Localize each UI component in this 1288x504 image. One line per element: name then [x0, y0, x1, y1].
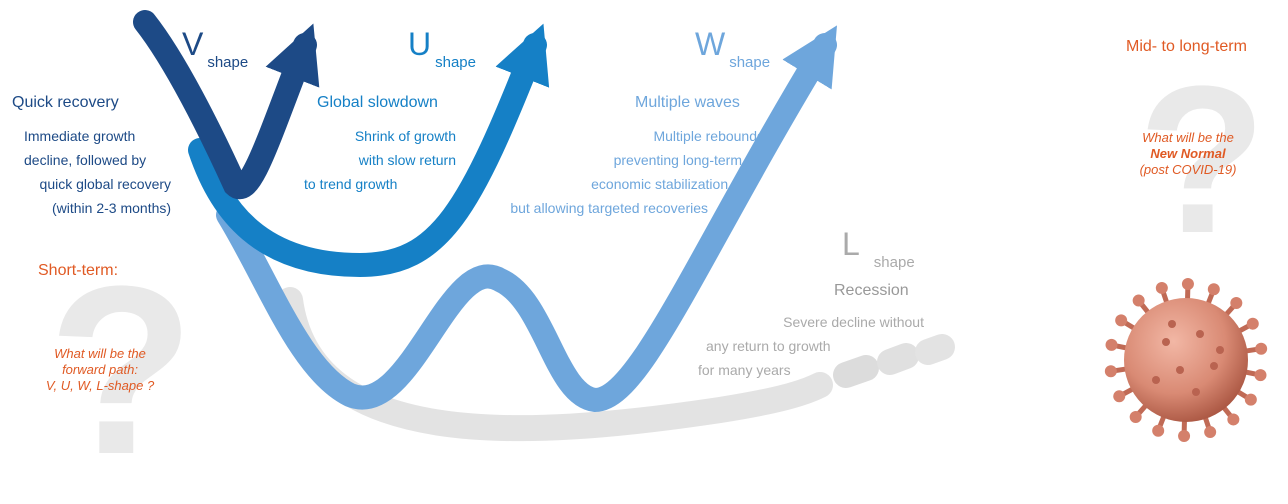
w-line: economic stabilization, — [591, 176, 732, 192]
u-suffix: shape — [435, 54, 476, 71]
u-letter: U — [408, 26, 432, 62]
short-term-question: What will be the forward path: V, U, W, … — [16, 346, 184, 394]
short-term-line: What will be the — [54, 346, 146, 361]
virus-spike-tip — [1246, 317, 1259, 330]
virus-surface-dot — [1152, 376, 1160, 384]
recovery-shapes-diagram — [133, 10, 1268, 442]
v-description: Immediate growth decline, followed by qu… — [24, 124, 171, 220]
l-line: Severe decline without — [783, 314, 924, 330]
l-description: Severe decline without any return to gro… — [690, 310, 924, 382]
virus-spike-tip — [1204, 426, 1217, 439]
virus-icon — [1104, 278, 1268, 442]
virus-surface-dot — [1216, 346, 1224, 354]
virus-spike-tip — [1155, 281, 1168, 294]
u-line: to trend growth — [304, 176, 398, 192]
l-line: for many years — [698, 362, 791, 378]
virus-surface-dot — [1210, 362, 1218, 370]
virus-spike-tip — [1255, 342, 1268, 355]
w-heading: Multiple waves — [635, 94, 740, 111]
l-shape-title: Lshape — [842, 226, 915, 271]
u-shape-curve — [188, 23, 550, 278]
u-heading: Global slowdown — [317, 94, 438, 111]
virus-spike-tip — [1207, 283, 1220, 296]
virus-spike-tip — [1244, 393, 1257, 406]
long-term-question: What will be the New Normal (post COVID-… — [1098, 130, 1278, 178]
v-line: quick global recovery — [39, 176, 172, 192]
v-line: (within 2-3 months) — [52, 200, 172, 216]
l-letter: L — [842, 226, 860, 262]
v-line: Immediate growth — [24, 128, 136, 144]
virus-spike-tip — [1254, 369, 1267, 382]
u-line: Shrink of growth — [354, 128, 456, 144]
virus-spike-tip — [1132, 294, 1145, 307]
long-term-line: What will be the — [1142, 130, 1234, 145]
question-mark-icon-right: ? — [1138, 42, 1267, 277]
u-line: with slow return — [358, 152, 456, 168]
virus-spike-tip — [1178, 429, 1191, 442]
virus-spike-tip — [1104, 365, 1117, 378]
w-description: Multiple rebounds preventing long-term e… — [466, 124, 764, 220]
virus-spike-tip — [1115, 314, 1128, 327]
virus-body — [1124, 298, 1248, 422]
question-mark-icon-left: ? — [48, 236, 195, 504]
w-line: Multiple rebounds — [653, 128, 764, 144]
w-line: preventing long-term — [613, 152, 742, 168]
w-shape-title: Wshape — [695, 26, 770, 71]
short-term-title: Short-term: — [38, 262, 119, 279]
v-shape-curve — [133, 10, 320, 200]
v-suffix: shape — [207, 54, 249, 71]
virus-spike-tip — [1152, 424, 1165, 437]
v-line: decline, followed by — [24, 152, 147, 168]
w-line: but allowing targeted recoveries — [510, 200, 708, 216]
virus-surface-dot — [1176, 366, 1184, 374]
v-heading: Quick recovery — [12, 94, 119, 111]
u-description: Shrink of growth with slow return to tre… — [304, 124, 456, 196]
u-shape-title: Ushape — [408, 26, 476, 71]
l-suffix: shape — [873, 254, 915, 271]
v-shape-title: Vshape — [182, 26, 248, 71]
long-term-line: New Normal — [1150, 146, 1226, 161]
virus-surface-dot — [1168, 320, 1176, 328]
l-heading: Recession — [834, 282, 909, 299]
short-term-line: V, U, W, L-shape ? — [45, 378, 155, 393]
virus-surface-dot — [1196, 330, 1204, 338]
short-term-line: forward path: — [62, 362, 138, 377]
w-shape-curve — [216, 25, 837, 413]
virus-spike-tip — [1113, 390, 1126, 403]
long-term-line: (post COVID-19) — [1139, 162, 1237, 177]
long-term-title: Mid- to long-term — [1126, 38, 1247, 55]
virus-spike-tip — [1129, 410, 1142, 423]
virus-surface-dot — [1162, 338, 1170, 346]
virus-spike-tip — [1227, 413, 1240, 426]
l-shape-dashes — [833, 334, 955, 388]
w-letter: W — [695, 26, 726, 62]
v-letter: V — [182, 26, 204, 62]
virus-spike-tip — [1105, 338, 1118, 351]
l-line: any return to growth — [706, 338, 831, 354]
virus-spike-tip — [1181, 278, 1194, 291]
virus-spike-tip — [1230, 297, 1243, 310]
virus-surface-dot — [1192, 388, 1200, 396]
w-suffix: shape — [729, 54, 771, 71]
